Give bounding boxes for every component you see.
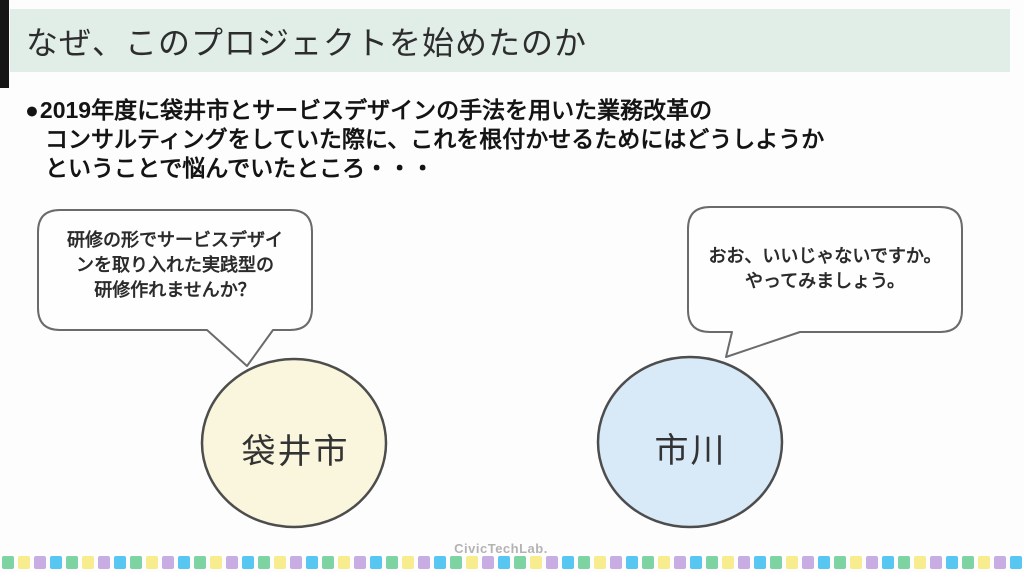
- stripe-square: [466, 556, 478, 569]
- bullet-line-1: ●2019年度に袋井市とサービスデザインの手法を用いた業務改革の: [25, 96, 985, 125]
- stripe-square: [706, 556, 718, 569]
- left-actor-name: 袋井市: [241, 433, 350, 471]
- stripe-square: [610, 556, 622, 569]
- stripe-square: [898, 556, 910, 569]
- stripe-square: [626, 556, 638, 569]
- right-bubble-line-1: おお、いいじゃないですか。: [708, 246, 942, 266]
- stripe-square: [50, 556, 62, 569]
- stripe-square: [338, 556, 350, 569]
- stripe-square: [66, 556, 78, 569]
- stripe-square: [658, 556, 670, 569]
- left-bubble-line-2: ンを取り入れた実践型の: [76, 255, 274, 275]
- stripe-square: [258, 556, 270, 569]
- stripe-square: [114, 556, 126, 569]
- stripe-square: [194, 556, 206, 569]
- stripe-square: [578, 556, 590, 569]
- stripe-square: [146, 556, 158, 569]
- stripe-square: [434, 556, 446, 569]
- stripe-square: [818, 556, 830, 569]
- stripe-square: [546, 556, 558, 569]
- stripe-square: [834, 556, 846, 569]
- stripe-square: [866, 556, 878, 569]
- stripe-square: [82, 556, 94, 569]
- stripe-square: [386, 556, 398, 569]
- stripe-square: [162, 556, 174, 569]
- stripe-square: [770, 556, 782, 569]
- stripe-square: [850, 556, 862, 569]
- footer-stripe: [2, 556, 1024, 569]
- stripe-square: [562, 556, 574, 569]
- stripe-square: [242, 556, 254, 569]
- stripe-square: [1010, 556, 1022, 569]
- stripe-square: [306, 556, 318, 569]
- stripe-square: [290, 556, 302, 569]
- page-title: なぜ、このプロジェクトを始めたのか: [26, 24, 588, 61]
- screen-edge-bar: [0, 0, 9, 88]
- bullet-marker: ●: [25, 97, 39, 123]
- stripe-square: [722, 556, 734, 569]
- stripe-square: [450, 556, 462, 569]
- stripe-square: [946, 556, 958, 569]
- stripe-square: [530, 556, 542, 569]
- stripe-square: [34, 556, 46, 569]
- stripe-square: [914, 556, 926, 569]
- stripe-square: [274, 556, 286, 569]
- bullet-line-1-text: 2019年度に袋井市とサービスデザインの手法を用いた業務改革の: [39, 97, 713, 123]
- stripe-square: [210, 556, 222, 569]
- bullet-line-3: ということで悩んでいたところ・・・: [45, 155, 435, 181]
- stripe-square: [130, 556, 142, 569]
- stripe-square: [2, 556, 14, 569]
- stripe-square: [882, 556, 894, 569]
- stripe-square: [802, 556, 814, 569]
- stripe-square: [674, 556, 686, 569]
- stripe-square: [994, 556, 1006, 569]
- right-bubble-line-2: やってみましょう。: [744, 271, 906, 291]
- stripe-square: [754, 556, 766, 569]
- stripe-square: [18, 556, 30, 569]
- stripe-square: [354, 556, 366, 569]
- stripe-square: [690, 556, 702, 569]
- left-bubble-line-1: 研修の形でサービスデザイ: [67, 230, 283, 250]
- civictechlab-logo: CivicTechLab.: [454, 541, 548, 556]
- right-actor-name: 市川: [654, 432, 727, 470]
- stripe-square: [594, 556, 606, 569]
- slide-title-bar: なぜ、このプロジェクトを始めたのか: [10, 9, 1010, 72]
- stripe-square: [498, 556, 510, 569]
- stripe-square: [482, 556, 494, 569]
- right-speech-bubble-text: おお、いいじゃないですか。 やってみましょう。: [695, 244, 955, 294]
- left-bubble-line-3: 研修作れませんか？: [94, 280, 256, 300]
- stripe-square: [738, 556, 750, 569]
- stripe-square: [322, 556, 334, 569]
- slide-bullet-text: ●2019年度に袋井市とサービスデザインの手法を用いた業務改革の コンサルティン…: [25, 96, 985, 183]
- stripe-square: [98, 556, 110, 569]
- stripe-square: [978, 556, 990, 569]
- stripe-square: [962, 556, 974, 569]
- stripe-square: [370, 556, 382, 569]
- stripe-square: [642, 556, 654, 569]
- stripe-square: [786, 556, 798, 569]
- stripe-square: [514, 556, 526, 569]
- stripe-square: [418, 556, 430, 569]
- stripe-square: [226, 556, 238, 569]
- stripe-square: [930, 556, 942, 569]
- stripe-square: [178, 556, 190, 569]
- stripe-square: [402, 556, 414, 569]
- left-speech-bubble-text: 研修の形でサービスデザイ ンを取り入れた実践型の 研修作れませんか？: [45, 228, 305, 303]
- bullet-line-2: コンサルティングをしていた際に、これを根付かせるためにはどうしようか: [45, 126, 825, 152]
